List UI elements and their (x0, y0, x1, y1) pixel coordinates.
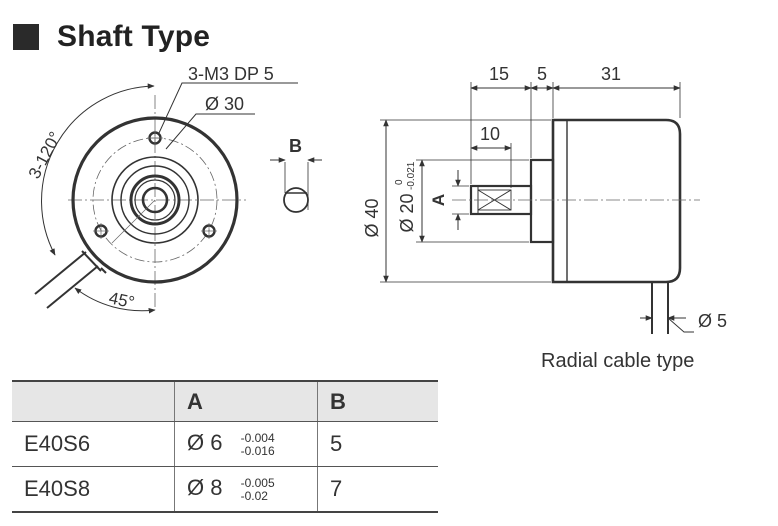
a-tolerance-upper: -0.004 (240, 430, 275, 445)
a-tolerance-lower: -0.02 (240, 488, 268, 503)
a-value: Ø 8 (187, 475, 223, 501)
dim-dia-20-tol-upper: 0 (394, 179, 405, 185)
dim-shaft-a: A (429, 194, 448, 206)
model-cell: E40S8 (12, 466, 175, 513)
dim-31: 31 (601, 64, 621, 84)
hole-callout: 3-M3 DP 5 (188, 64, 274, 84)
flange (529, 158, 555, 244)
table-row: E40S6 Ø 6 -0.004 -0.016 5 (12, 421, 438, 467)
b-cell: 7 (317, 466, 438, 513)
encoder-body (551, 118, 682, 284)
angle-label-120: 3-120° (25, 129, 65, 182)
model-cell: E40S6 (12, 421, 175, 467)
angle-arc-45 (74, 287, 156, 314)
section-header: Shaft Type (13, 20, 210, 54)
table-header-row: A B (12, 380, 438, 422)
front-view (34, 82, 298, 314)
spec-table: A B E40S6 Ø 6 -0.004 -0.016 5 E40S8 Ø 8 … (12, 380, 438, 513)
detail-label-b: B (289, 136, 302, 156)
table-header-model (12, 380, 175, 422)
table-row: E40S8 Ø 8 -0.005 -0.02 7 (12, 466, 438, 513)
a-cell: Ø 6 -0.004 -0.016 (174, 421, 318, 467)
dim-dia-20-tol-lower: -0.021 (406, 161, 417, 190)
a-tolerance: -0.004 -0.016 (240, 430, 275, 458)
side-view (380, 82, 700, 334)
shaft-detail (270, 157, 322, 213)
pcd-callout: Ø 30 (205, 94, 244, 114)
angle-arc-120 (41, 83, 155, 256)
b-cell: 5 (317, 421, 438, 467)
dim-10: 10 (480, 124, 500, 144)
a-tolerance-lower: -0.016 (240, 443, 275, 458)
a-tolerance-upper: -0.005 (240, 475, 275, 490)
section-title: Shaft Type (57, 20, 211, 53)
dim-15: 15 (489, 64, 509, 84)
angle-label-45: 45° (107, 288, 136, 312)
a-value: Ø 6 (187, 430, 223, 456)
dim-dia-20: Ø 20 (397, 193, 417, 232)
a-tolerance: -0.005 -0.02 (240, 475, 275, 503)
side-view-caption: Radial cable type (541, 350, 695, 372)
a-cell: Ø 8 -0.005 -0.02 (174, 466, 318, 513)
table-header-a: A (174, 380, 318, 422)
dim-dia-40: Ø 40 (362, 198, 382, 237)
cable (34, 250, 107, 309)
table-header-b: B (317, 380, 438, 422)
section-bullet-square (13, 24, 39, 50)
dim-cable-dia: Ø 5 (698, 311, 727, 331)
dim-5: 5 (537, 64, 547, 84)
